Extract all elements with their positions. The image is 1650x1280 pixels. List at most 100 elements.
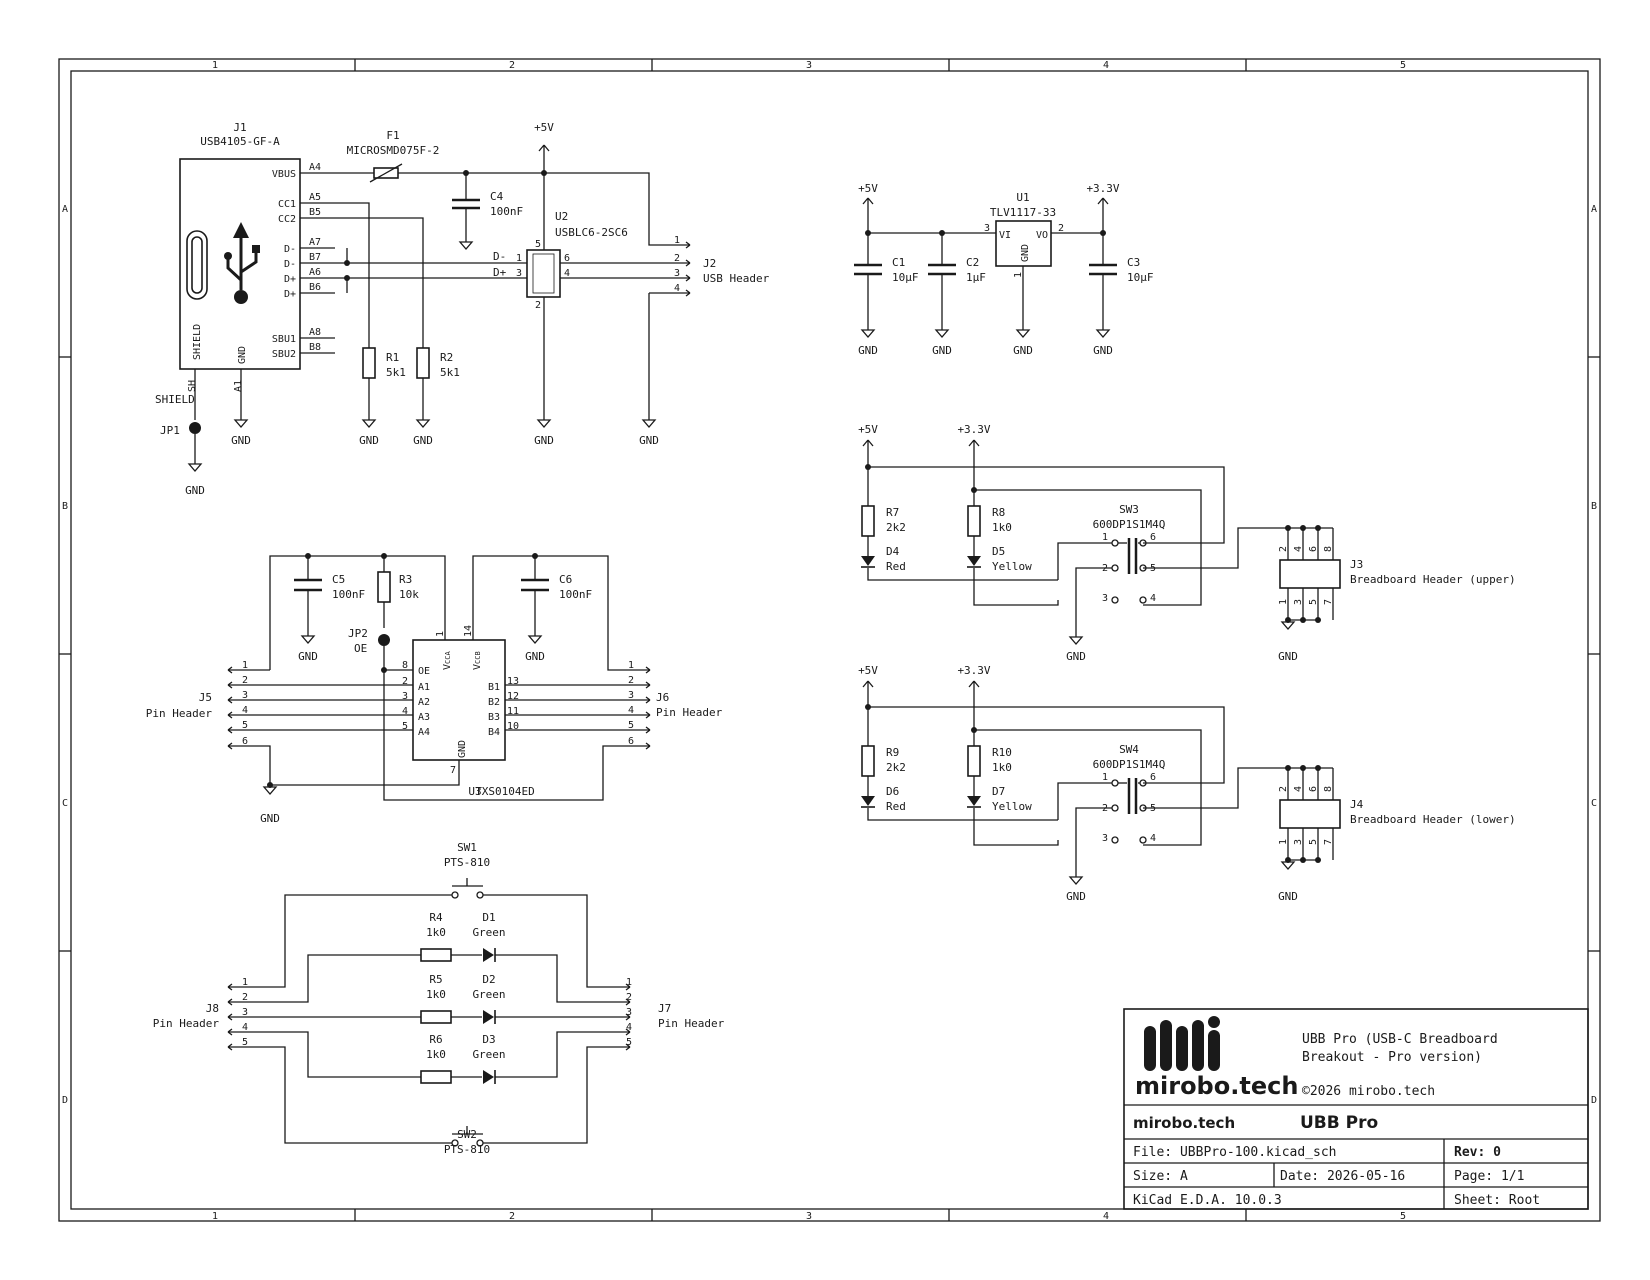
j5-pin: 2: [242, 675, 248, 686]
sw3-slide-switch[interactable]: [1111, 538, 1147, 604]
j1-pin-vbus: VBUS: [272, 169, 296, 180]
col-label-bottom: 1: [212, 1211, 218, 1222]
r1-resistor[interactable]: [362, 347, 376, 379]
j5-pin-header[interactable]: [227, 666, 233, 750]
c3-capacitor[interactable]: [1089, 263, 1117, 276]
c1-capacitor[interactable]: [854, 263, 882, 276]
j7-pin-header[interactable]: [625, 983, 631, 1051]
u2-ref: U2: [555, 210, 568, 223]
r5-resistor[interactable]: [420, 1010, 452, 1024]
d6-led[interactable]: [861, 796, 875, 808]
d1-led[interactable]: [483, 948, 496, 962]
r9-resistor[interactable]: [861, 745, 875, 777]
j3-pin: 3: [1293, 599, 1304, 605]
r6-resistor[interactable]: [420, 1070, 452, 1084]
d4-led[interactable]: [861, 556, 875, 568]
j8-pin: 5: [242, 1037, 248, 1048]
sw1-pushbutton[interactable]: [451, 878, 484, 899]
col-label-bottom: 3: [806, 1211, 812, 1222]
j4-breadboard-header[interactable]: [1279, 799, 1341, 829]
r7-resistor[interactable]: [861, 505, 875, 537]
gnd-label: GND: [185, 484, 205, 497]
r10-resistor[interactable]: [967, 745, 981, 777]
c5-capacitor[interactable]: [294, 578, 322, 592]
j3-pin: 2: [1278, 546, 1289, 552]
j2-pin: 3: [674, 268, 680, 279]
sheet-frame: 1 2 3 4 5 1 2 3 4 5 A B C D A B C D: [58, 58, 1601, 1222]
j1-shield-label: SHIELD: [192, 324, 203, 360]
ground-symbol: [536, 418, 552, 428]
sw4-slide-switch[interactable]: [1111, 778, 1147, 844]
gnd-label: GND: [1093, 344, 1113, 357]
r8-value: 1k0: [992, 521, 1012, 534]
description-line2: Breakout - Pro version): [1302, 1050, 1482, 1065]
j4-value: Breadboard Header (lower): [1350, 813, 1516, 826]
j1-pin-dplus: D+: [284, 274, 296, 285]
sw1-value: PTS-810: [444, 856, 490, 869]
j8-pin: 3: [242, 1007, 248, 1018]
u2-pin: 4: [564, 268, 570, 279]
u1-vo: VO: [1036, 230, 1048, 241]
c2-capacitor[interactable]: [928, 263, 956, 276]
j1-pin-sbu2: SBU2: [272, 349, 296, 360]
j1-pin-dminus: D-: [284, 259, 296, 270]
sw4-ref: SW4: [1119, 743, 1139, 756]
j3-pin: 5: [1308, 599, 1319, 605]
ground-symbol: [415, 418, 431, 428]
j1-gnd-label: GND: [237, 346, 248, 364]
r2-resistor[interactable]: [416, 347, 430, 379]
u1-value: TLV1117-33: [990, 206, 1056, 219]
row-label-right: B: [1591, 501, 1597, 512]
gnd-label: GND: [534, 434, 554, 447]
j3-value: Breadboard Header (upper): [1350, 573, 1516, 586]
jp1-solder-jumper[interactable]: [189, 422, 201, 434]
u3-pin-a1: A1: [418, 682, 430, 693]
usb-c-connector[interactable]: [179, 158, 301, 370]
ground-symbol: [458, 240, 474, 250]
row-label-left: A: [62, 204, 68, 215]
sw3-pin: 1: [1102, 532, 1108, 543]
j5-pin: 3: [242, 690, 248, 701]
jp2-solder-jumper[interactable]: [378, 634, 390, 646]
u3-pin1: 1: [435, 631, 446, 637]
j1-sh: SH: [187, 380, 198, 392]
col-label-top: 1: [212, 60, 218, 71]
j6-pin: 3: [628, 690, 634, 701]
d2-ref: D2: [482, 973, 495, 986]
u2-esd-protector[interactable]: [526, 249, 561, 298]
j8-pin-header[interactable]: [227, 983, 233, 1051]
c1-value: 10µF: [892, 271, 919, 284]
sw3-value: 600DP1S1M4Q: [1093, 518, 1166, 531]
d4-value: Red: [886, 560, 906, 573]
r8-resistor[interactable]: [967, 505, 981, 537]
gnd-label: GND: [525, 650, 545, 663]
row-label-left: C: [62, 798, 68, 809]
u3-pin-b3: B3: [488, 712, 500, 723]
gnd-label: GND: [1066, 650, 1086, 663]
d2-led[interactable]: [483, 1010, 496, 1024]
j6-pin: 1: [628, 660, 634, 671]
usb-port-icon: [186, 222, 260, 304]
d5-led[interactable]: [967, 556, 981, 568]
j2-usb-header[interactable]: [685, 241, 691, 297]
title-block: mirobo.tech UBB Pro (USB-C Breadboard Br…: [1123, 1008, 1589, 1210]
c6-capacitor[interactable]: [521, 578, 549, 592]
j4-ref: J4: [1350, 798, 1364, 811]
sw4-pin: 4: [1150, 833, 1156, 844]
j6-pin-header[interactable]: [645, 666, 651, 750]
sw2-value: PTS-810: [444, 1143, 490, 1156]
j3-breadboard-header[interactable]: [1279, 559, 1341, 589]
j1-pinnum: A7: [309, 237, 321, 248]
j8-pin: 4: [242, 1022, 248, 1033]
f1-fuse[interactable]: [373, 167, 399, 179]
d3-led[interactable]: [483, 1070, 496, 1084]
d7-led[interactable]: [967, 796, 981, 808]
u3-pin-b1: B1: [488, 682, 500, 693]
r3-resistor[interactable]: [377, 571, 391, 603]
j6-pin: 4: [628, 705, 634, 716]
r10-ref: R10: [992, 746, 1012, 759]
u2-pin: 6: [564, 253, 570, 264]
u3-pinnum: 13: [507, 676, 519, 687]
gnd-label: GND: [260, 812, 280, 825]
r4-resistor[interactable]: [420, 948, 452, 962]
